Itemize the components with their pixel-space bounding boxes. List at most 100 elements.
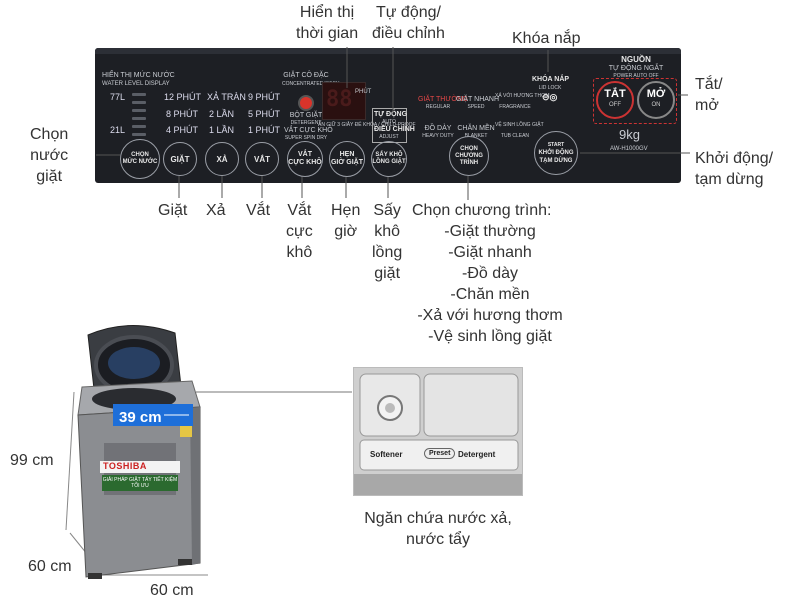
prog-regular-sub: REGULAR: [425, 104, 451, 110]
adjust-label: ĐIỀU CHỈNH: [374, 126, 415, 133]
power-sub2: POWER AUTO OFF: [613, 73, 659, 79]
concentrated-wash-sub: CONCENTRATED WASH: [282, 81, 340, 87]
timer-button-label: HẸN GIỜ GIẶT: [330, 151, 364, 166]
wash-time-12: 12 PHÚT: [164, 92, 202, 102]
level-led: [132, 101, 146, 104]
prog-speed-sub: SPEED: [467, 104, 485, 110]
callout-power: Tắt/ mở: [695, 76, 723, 114]
display-digits: 88: [326, 87, 353, 112]
rinse-button-label: XẢ: [216, 154, 228, 164]
adjust-sub: ADJUST: [379, 134, 399, 140]
washer-brand: TOSHIBA: [103, 461, 147, 471]
level-led: [132, 125, 146, 128]
program-button[interactable]: CHỌN CHƯƠNG TRÌNH: [449, 136, 489, 176]
spin-button-label: VẮT: [254, 154, 270, 164]
rinse-1: 1 LẦN: [209, 125, 235, 135]
programs-title: Chọn chương trình:: [412, 202, 552, 219]
powder-label: BỘT GIẶT: [289, 112, 323, 119]
program-item: -Xả với hương thơm: [417, 307, 563, 324]
callout-super-dry: Vắt cực khô: [286, 202, 313, 261]
start-pause-button[interactable]: START KHỞI ĐỘNG TẠM DỪNG: [534, 131, 578, 175]
rinse-overflow: XẢ TRÀN: [207, 92, 246, 102]
spin-9: 9 PHÚT: [248, 92, 281, 102]
prog-blanket-label: CHĂN MỀN: [457, 125, 495, 132]
callout-spin: Vắt: [246, 202, 271, 219]
level-led: [132, 93, 146, 96]
water-level-button[interactable]: CHỌN MỨC NƯỚC: [120, 139, 160, 179]
start-label: START: [547, 142, 565, 148]
prog-regular-label: GIẶT THƯỜNG: [418, 96, 468, 103]
super-dry-button[interactable]: VẮT CỰC KHÔ: [287, 141, 323, 177]
rinse-2: 2 LẦN: [209, 109, 235, 119]
callout-display-time: Hiển thị thời gian: [296, 4, 359, 42]
prog-speed-label: GIẶT NHANH: [456, 96, 500, 103]
level-led: [132, 109, 146, 112]
prog-tubclean-label: VỆ SINH LỒNG GIẶT: [495, 122, 544, 128]
program-button-label: CHỌN CHƯƠNG TRÌNH: [455, 145, 483, 166]
level-max: 77L: [110, 92, 126, 102]
water-level-button-label: CHỌN MỨC NƯỚC: [122, 152, 158, 165]
prog-tubclean-sub: TUB CLEAN: [500, 133, 530, 139]
power-box: [593, 78, 677, 124]
spin-5: 5 PHÚT: [248, 109, 281, 119]
child-lock-label: ẤN GIỮ 3 GIÂY ĐỂ KHÓA / CHILD-PROOF: [318, 122, 416, 128]
timer-button[interactable]: HẸN GIỜ GIẶT: [329, 141, 365, 177]
program-item: -Giặt nhanh: [448, 244, 532, 261]
spin-1: 1 PHÚT: [248, 125, 281, 135]
minute-label: PHÚT: [355, 89, 372, 95]
washer-illustration: [77, 325, 201, 579]
power-off-label: TẮT: [604, 88, 626, 100]
depth-label: 60 cm: [28, 558, 72, 575]
power-on-sub: ON: [651, 102, 661, 108]
prog-heavy-sub: HEAVY DUTY: [422, 133, 454, 139]
callout-tub-dry: Sấy khô lồng giặt: [372, 202, 403, 282]
power-title: NGUỒN: [621, 55, 651, 64]
lid-lock-sub: LID LOCK: [538, 85, 562, 91]
panel-top-edge: [95, 48, 681, 54]
start-label-vn: KHỞI ĐỘNG: [538, 150, 574, 156]
auto-sub: AUTO: [382, 119, 396, 125]
concentrated-wash-title: GIẶT CÔ ĐẶC: [283, 72, 329, 79]
callout-wash: Giặt: [158, 202, 188, 219]
lock-icon: ⊝◎: [542, 92, 558, 102]
level-min: 21L: [110, 125, 126, 135]
spin-button[interactable]: VẮT: [245, 142, 279, 176]
wash-time-4: 4 PHÚT: [166, 125, 199, 135]
program-item: -Chăn mền: [450, 286, 530, 303]
superdry-label: VẮT CỰC KHÔ: [284, 127, 333, 134]
detergent-drawer-photo: Softener Preset Detergent: [353, 367, 523, 496]
callout-start-pause: Khởi động/ tạm dừng: [695, 150, 774, 188]
auto-label: TỰ ĐỘNG: [374, 111, 408, 118]
rinse-button[interactable]: XẢ: [205, 142, 239, 176]
prog-fragrance-sub: FRAGRANCE: [499, 104, 531, 110]
width-label: 60 cm: [150, 582, 194, 599]
callout-auto-adjust: Tự động/ điều chỉnh: [372, 4, 445, 42]
prog-fragrance-label: XẢ VỚI HƯƠNG THƠM: [495, 93, 550, 99]
powder-sub: DETERGENT: [290, 120, 322, 126]
lid-lock-label: KHÓA NẮP: [532, 76, 570, 83]
program-item: -Vệ sinh lồng giặt: [428, 328, 552, 345]
callout-lid-lock: Khóa nắp: [512, 30, 581, 47]
callout-rinse: Xả: [206, 202, 226, 219]
drawer-caption: Ngăn chứa nước xả, nước tẩy: [364, 510, 512, 548]
concentrated-indicator: [298, 95, 314, 111]
drawer-graphic: [354, 368, 522, 495]
model-label: AW-H1000GV: [610, 146, 648, 152]
height-label: 99 cm: [10, 452, 54, 469]
power-on-button[interactable]: MỞ ON: [637, 81, 675, 119]
washer-slogan: GIẢI PHÁP GIẶT TẨY TIẾT KIỆM TỐI ƯU: [102, 477, 178, 489]
power-off-button[interactable]: TẮT OFF: [596, 81, 634, 119]
wash-time-8: 8 PHÚT: [166, 109, 199, 119]
tub-dry-button[interactable]: SẤY KHÔ LỒNG GIẶT: [371, 141, 407, 177]
superdry-sub: SUPER SPIN DRY: [284, 135, 328, 141]
water-level-sub: WATER LEVEL DISPLAY: [102, 81, 170, 87]
super-dry-button-label: VẮT CỰC KHÔ: [288, 151, 322, 166]
program-item: -Giặt thường: [444, 223, 536, 240]
wash-button[interactable]: GIẶT: [163, 142, 197, 176]
power-on-label: MỞ: [646, 88, 666, 100]
softener-label: Softener: [370, 450, 403, 459]
preset-label: Preset: [424, 448, 456, 459]
callout-timer: Hẹn giờ: [331, 202, 361, 240]
power-sub: TỰ ĐỘNG NGẮT: [608, 65, 664, 72]
program-list: -Giặt thường -Giặt nhanh -Đồ dày -Chăn m…: [400, 221, 580, 347]
